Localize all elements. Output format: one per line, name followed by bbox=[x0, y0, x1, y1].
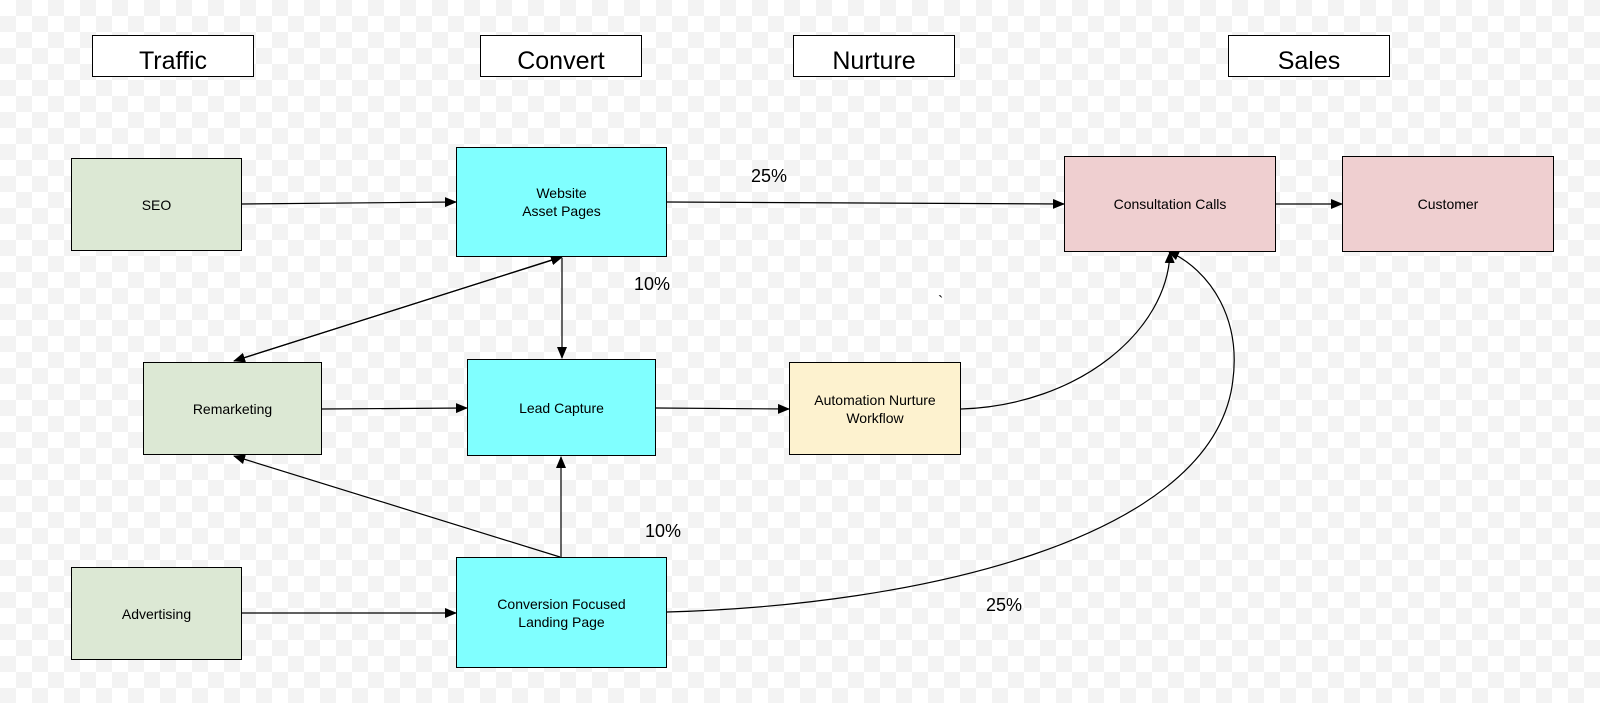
edge-landing-remarketing bbox=[233, 454, 561, 558]
edge-lead-automation bbox=[655, 403, 790, 414]
node-seo[interactable]: SEO bbox=[71, 158, 242, 251]
node-remarketing[interactable]: Remarketing bbox=[143, 362, 322, 455]
header-convert: Convert bbox=[480, 35, 642, 77]
edge-remarketing-lead bbox=[321, 403, 468, 414]
stray-mark: ` bbox=[938, 294, 944, 311]
label-website-to-lead: 10% bbox=[634, 274, 671, 294]
node-consultation-calls[interactable]: Consultation Calls bbox=[1064, 156, 1276, 252]
edge-website-consultation bbox=[666, 198, 1065, 209]
node-landing-page[interactable]: Conversion Focused Landing Page bbox=[456, 557, 667, 668]
edge-landing-consultation bbox=[666, 250, 1235, 613]
edge-seo-website bbox=[241, 197, 457, 208]
label-website-to-consultation: 25% bbox=[751, 166, 788, 186]
header-nurture: Nurture bbox=[793, 35, 955, 77]
node-lead-capture[interactable]: Lead Capture bbox=[467, 359, 656, 456]
label-landing-to-consultation: 25% bbox=[986, 595, 1023, 615]
node-customer[interactable]: Customer bbox=[1342, 156, 1554, 252]
label-landing-to-lead: 10% bbox=[645, 521, 682, 541]
node-advertising[interactable]: Advertising bbox=[71, 567, 242, 660]
header-traffic: Traffic bbox=[92, 35, 254, 77]
edge-automation-consultation bbox=[960, 251, 1175, 410]
edge-remarketing-website bbox=[239, 255, 563, 360]
node-website-asset-pages[interactable]: Website Asset Pages bbox=[456, 147, 667, 257]
node-automation-nurture-workflow[interactable]: Automation Nurture Workflow bbox=[789, 362, 961, 455]
header-sales: Sales bbox=[1228, 35, 1390, 77]
